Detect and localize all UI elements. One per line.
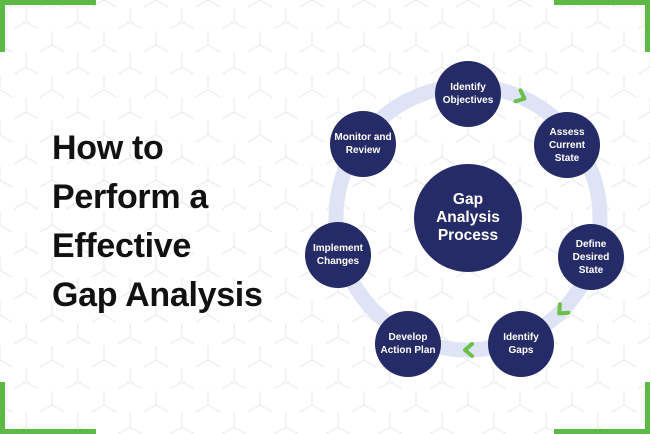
corner-accent-top-left-side (0, 0, 5, 52)
step-node-identify-objectives: Identify Objectives (435, 61, 501, 127)
title-line: How to (52, 129, 164, 167)
center-node: Gap Analysis Process (414, 164, 522, 272)
step-label: Identify Objectives (442, 82, 494, 106)
step-node-develop-action-plan: Develop Action Plan (375, 311, 441, 377)
title-line: Perform a (52, 178, 209, 216)
step-node-monitor-and-review: Monitor and Review (330, 111, 396, 177)
corner-accent-top-right-side (645, 0, 650, 52)
corner-accent-top-left (0, 0, 96, 5)
step-label: Develop Action Plan (380, 332, 436, 356)
flow-arrow-icon (513, 88, 527, 104)
step-label: Define Desired State (572, 238, 610, 276)
page-title: How to Perform a Effective Gap Analysis (52, 124, 312, 320)
flow-arrow-icon (557, 302, 571, 316)
step-label: Identify Gaps (503, 332, 539, 356)
corner-accent-bottom-left-side (0, 382, 5, 434)
corner-accent-top-right (554, 0, 650, 5)
corner-accent-bottom-right-side (645, 382, 650, 434)
corner-accent-bottom-right (554, 429, 650, 434)
step-node-define-desired-state: Define Desired State (558, 224, 624, 290)
step-node-identify-gaps: Identify Gaps (488, 311, 554, 377)
title-line: Effective (52, 227, 192, 265)
step-label: Assess Current State (548, 126, 586, 164)
step-node-implement-changes: Implement Changes (305, 222, 371, 288)
center-node-label: Gap Analysis Process (436, 191, 500, 244)
step-label: Monitor and Review (334, 132, 392, 156)
title-line: Gap Analysis (52, 276, 263, 314)
corner-accent-bottom-left (0, 429, 96, 434)
step-label: Implement Changes (312, 243, 363, 267)
step-node-assess-current-state: Assess Current State (534, 112, 600, 178)
flow-arrow-icon (463, 342, 474, 358)
